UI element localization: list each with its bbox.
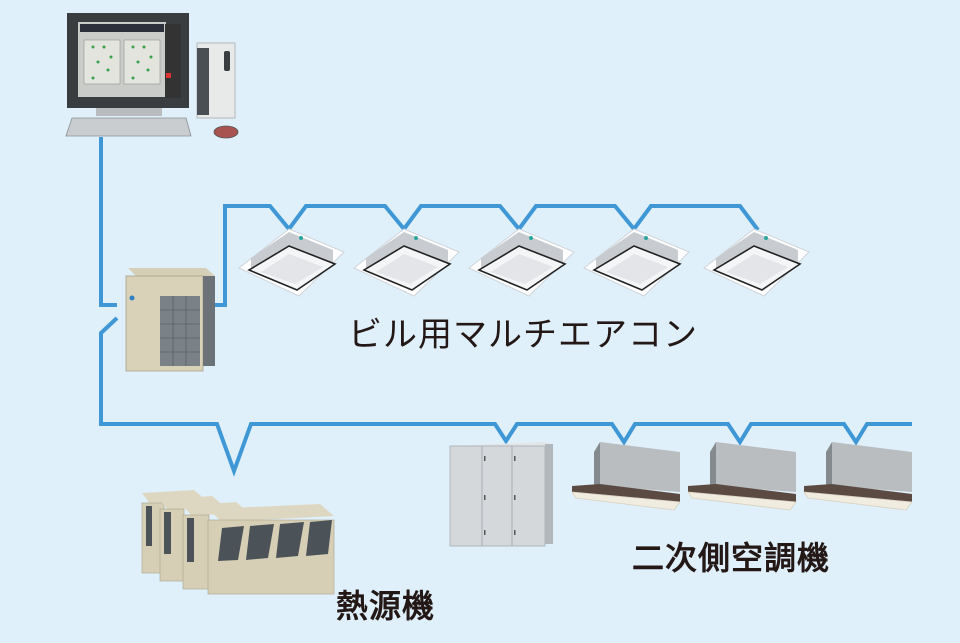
screen-alarm-button [166,73,171,78]
line-main-loop [99,316,912,477]
outdoor-unit-grille-lines [160,296,200,366]
cassette-unit-3 [468,228,575,297]
cassette-unit-2 [353,228,460,297]
chiller-module-2 [159,496,224,582]
screen-toolbar [80,24,164,32]
cassette-units [238,228,810,297]
cassette-unit-1 [238,228,345,297]
monitor-stand [96,108,162,116]
cassette-unit-4 [583,228,690,297]
label-heat-source: 熱源機 [336,587,436,625]
cassette-unit-5 [703,228,810,297]
label-building-multi-aircon: ビル用マルチエアコン [348,315,698,355]
ceiling-units [571,442,913,511]
screen-panel [165,24,181,98]
pc-tower-side [197,48,209,115]
ceiling-unit-1 [571,442,681,511]
pc-tower-drive [224,51,230,71]
keyboard [65,117,192,137]
line-pc-to-outdoor [99,137,117,307]
connection-lines [99,137,912,477]
ahu-door-handles [484,456,516,535]
outdoor-unit-side [203,276,215,366]
ahu-front [449,445,546,547]
brand-logo-icon [129,295,135,301]
screen-unit-markers [91,45,153,80]
ceiling-unit-2 [687,442,797,511]
screen-floor-1 [83,39,121,85]
mouse [213,125,239,139]
outdoor-unit-top [128,268,215,276]
central-monitoring-pc [65,13,239,139]
outdoor-unit-grille [160,296,200,366]
screen-floor-2 [123,39,161,85]
air-handling-unit [449,442,553,547]
ceiling-unit-3 [803,442,913,511]
chiller-module-4 [207,504,335,595]
ahu-side [545,444,553,544]
multi-outdoor-unit [125,268,215,372]
label-secondary-air-conditioner: 二次側空調機 [632,539,831,577]
line-outdoor-to-cassettes [213,204,760,307]
heat-source-chillers [141,490,335,595]
